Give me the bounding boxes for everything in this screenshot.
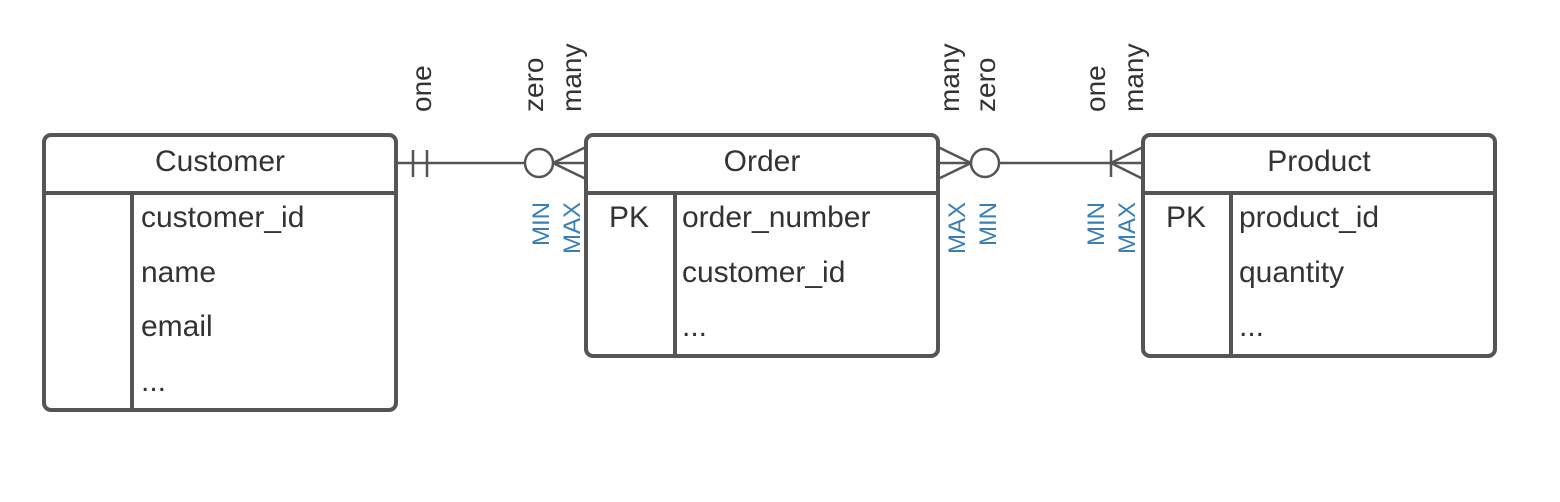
max-label: MAX — [944, 202, 971, 254]
cardinality-label-one: one — [406, 65, 437, 112]
crows-foot-icon — [937, 145, 972, 165]
entity-order-title: Order — [724, 145, 801, 178]
cardinality-label-many: many — [1118, 44, 1149, 112]
customer-attr: name — [141, 256, 216, 289]
cardinality-label-zero: zero — [970, 58, 1001, 112]
crows-foot-icon — [1110, 145, 1144, 165]
customer-attr: customer_id — [141, 201, 304, 234]
cardinality-label-one: one — [1080, 65, 1111, 112]
order-attr: customer_id — [682, 256, 845, 289]
relationship-customer-order[interactable]: one zero many MIN MAX — [397, 44, 587, 254]
entity-customer[interactable]: Customer customer_id name email ... — [42, 133, 398, 412]
customer-attr: ... — [141, 365, 166, 398]
order-attr: order_number — [682, 201, 870, 234]
product-attr: ... — [1239, 310, 1264, 343]
product-attr: product_id — [1239, 201, 1379, 234]
min-label: MIN — [528, 202, 555, 246]
relationship-order-product[interactable]: many zero one many MAX MIN MIN MAX — [934, 44, 1149, 254]
crows-foot-icon — [552, 145, 587, 165]
cardinality-label-zero: zero — [518, 58, 549, 112]
product-key: PK — [1166, 201, 1206, 234]
max-label: MAX — [1114, 202, 1141, 254]
order-attr: ... — [682, 310, 707, 343]
zero-circle-icon — [523, 147, 555, 179]
cardinality-label-many: many — [556, 44, 587, 112]
crows-foot-icon — [937, 161, 972, 181]
crows-foot-icon — [552, 161, 587, 181]
product-attr: quantity — [1239, 256, 1344, 289]
entity-product[interactable]: Product PK product_id quantity ... — [1141, 133, 1497, 358]
order-key: PK — [609, 201, 649, 234]
min-label: MIN — [1083, 202, 1110, 246]
cardinality-label-many: many — [934, 44, 965, 112]
entity-customer-title: Customer — [155, 145, 285, 178]
min-label: MIN — [975, 202, 1002, 246]
entity-order[interactable]: Order PK order_number customer_id ... — [584, 133, 940, 358]
crows-foot-icon — [1110, 161, 1144, 181]
customer-attr: email — [141, 310, 213, 343]
entity-product-title: Product — [1267, 145, 1371, 178]
max-label: MAX — [559, 202, 586, 254]
zero-circle-icon — [969, 147, 1001, 179]
